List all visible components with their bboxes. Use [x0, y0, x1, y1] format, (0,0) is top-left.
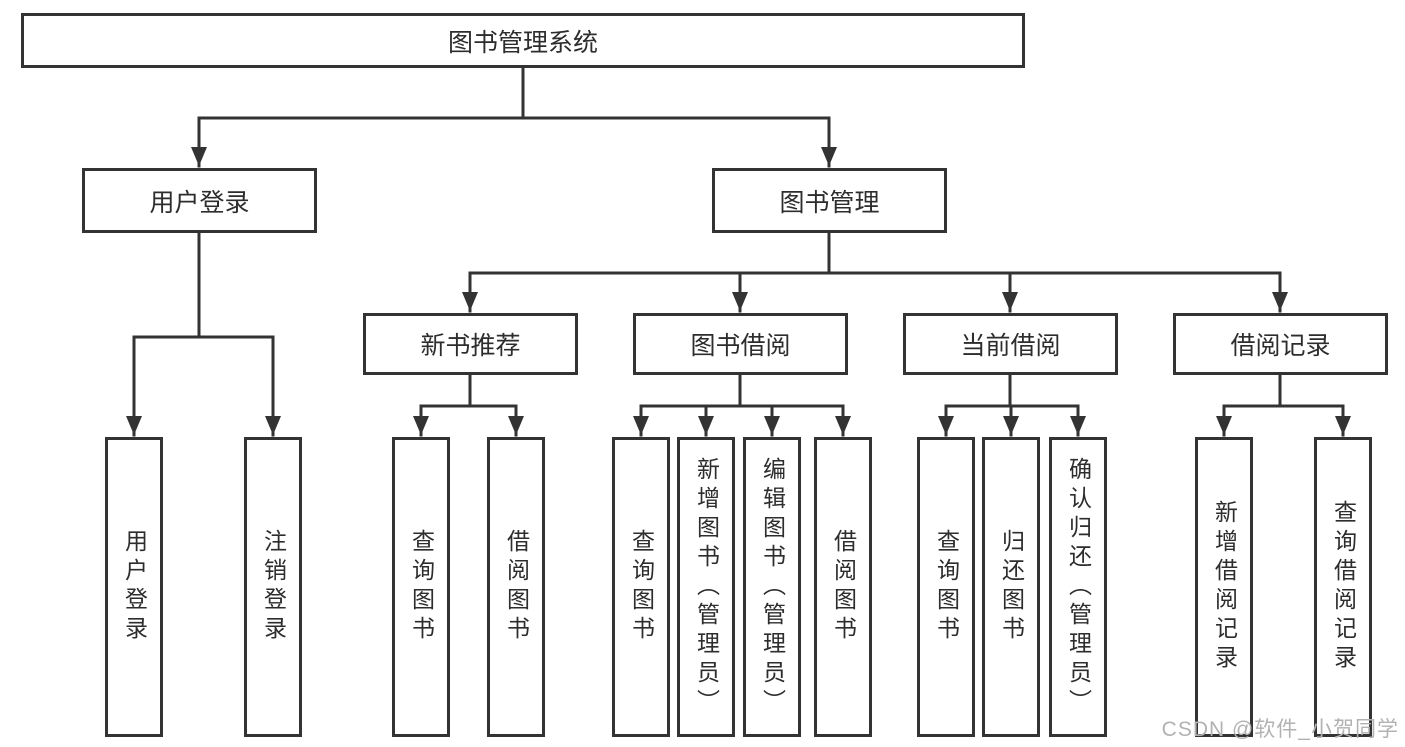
leaf-borrow-books-2: 借阅图书 — [814, 437, 872, 737]
leaf-confirm-return-admin: 确认归还（管理员） — [1049, 437, 1107, 737]
leaf-user-login: 用户登录 — [105, 437, 163, 737]
leaf-logout: 注销登录 — [244, 437, 302, 737]
node-module-current-borrow: 当前借阅 — [903, 313, 1118, 375]
csdn-watermark: CSDN @软件_小贺同学 — [1161, 718, 1399, 741]
node-module-book-borrow: 图书借阅 — [633, 313, 848, 375]
leaf-borrow-books-1-label: 借阅图书 — [503, 529, 530, 645]
module-borrow-records-label: 借阅记录 — [1230, 332, 1331, 360]
module-current-borrow-label: 当前借阅 — [960, 332, 1061, 360]
node-root: 图书管理系统 — [21, 13, 1025, 68]
module-book-borrow-label: 图书借阅 — [690, 332, 791, 360]
node-user-login-label: 用户登录 — [149, 188, 250, 217]
leaf-add-borrow-record: 新增借阅记录 — [1195, 437, 1253, 737]
node-book-mgmt-branch: 图书管理 — [712, 168, 947, 233]
leaf-query-books-2: 查询图书 — [612, 437, 670, 737]
leaf-user-login-label: 用户登录 — [121, 529, 148, 645]
leaf-query-books-3-label: 查询图书 — [933, 529, 960, 645]
node-module-new-books: 新书推荐 — [363, 313, 578, 375]
leaf-add-borrow-record-label: 新增借阅记录 — [1211, 500, 1238, 674]
node-root-label: 图书管理系统 — [447, 28, 598, 57]
leaf-add-book-admin-label: 新增图书（管理员） — [693, 456, 720, 718]
leaf-query-books-3: 查询图书 — [917, 437, 975, 737]
leaf-query-books-1: 查询图书 — [392, 437, 450, 737]
leaf-query-books-1-label: 查询图书 — [408, 529, 435, 645]
leaf-query-books-2-label: 查询图书 — [628, 529, 655, 645]
module-new-books-label: 新书推荐 — [420, 332, 521, 360]
leaf-return-book-label: 归还图书 — [998, 529, 1025, 645]
leaf-logout-label: 注销登录 — [260, 529, 287, 645]
leaf-confirm-return-admin-label: 确认归还（管理员） — [1065, 456, 1092, 718]
node-user-login-branch: 用户登录 — [82, 168, 317, 233]
leaf-borrow-books-2-label: 借阅图书 — [830, 529, 857, 645]
leaf-query-borrow-record: 查询借阅记录 — [1314, 437, 1372, 737]
connector-group — [126, 66, 1351, 437]
node-module-borrow-records: 借阅记录 — [1173, 313, 1388, 375]
leaf-return-book: 归还图书 — [982, 437, 1040, 737]
leaf-add-book-admin: 新增图书（管理员） — [677, 437, 735, 737]
leaf-query-borrow-record-label: 查询借阅记录 — [1330, 500, 1357, 674]
node-book-mgmt-label: 图书管理 — [779, 188, 880, 217]
leaf-edit-book-admin: 编辑图书（管理员） — [743, 437, 801, 737]
leaf-edit-book-admin-label: 编辑图书（管理员） — [759, 456, 786, 718]
leaf-borrow-books-1: 借阅图书 — [487, 437, 545, 737]
